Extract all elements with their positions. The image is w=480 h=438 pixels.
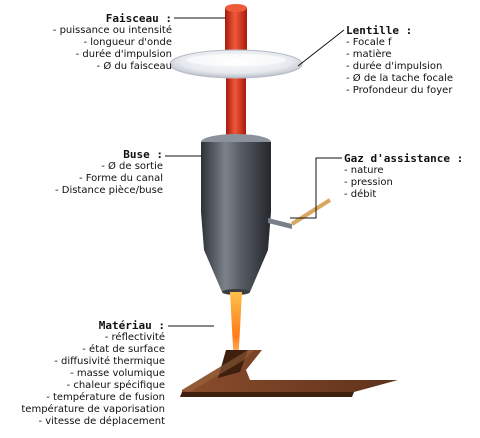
materiau-item: - vitesse de déplacement (38, 416, 165, 427)
cutting-jet (230, 292, 242, 366)
gaz-item: - nature (344, 165, 384, 176)
laser-beam-upper (225, 4, 247, 58)
lentille-item: - matière (346, 49, 392, 60)
materiau-item: - réflectivité (104, 332, 165, 343)
gaz-item: - débit (344, 189, 377, 200)
lentille-leader (297, 29, 345, 67)
buse-item: - Forme du canal (78, 173, 163, 184)
lentille-item: - Ø de la tache focale (346, 73, 454, 84)
materiau-item: - température de fusion (46, 392, 165, 403)
gaz-title: Gaz d'assistance : (344, 152, 464, 165)
faisceau-title: Faisceau : (105, 12, 172, 25)
materiau-item: - diffusivité thermique (54, 356, 165, 367)
materiau-item: - état de surface (82, 344, 165, 355)
buse-title: Buse : (123, 148, 163, 161)
nozzle (201, 134, 332, 295)
lens (169, 49, 303, 79)
lentille-item: - durée d'impulsion (346, 61, 443, 72)
materiau-title: Matériau : (98, 319, 165, 332)
leader-lines (165, 17, 345, 327)
buse-item: - Ø de sortie (101, 161, 163, 172)
lentille-item: - Focale f (346, 37, 392, 48)
faisceau-block: Faisceau : - puissance ou intensité - lo… (0, 12, 172, 73)
laser-beam-middle (226, 72, 246, 142)
buse-block: Buse : - Ø de sortie - Forme du canal - … (0, 148, 163, 197)
materiau-item: température de vaporisation (21, 404, 165, 415)
materiau-item: - chaleur spécifique (66, 380, 165, 391)
lentille-title: Lentille : (346, 24, 413, 37)
lentille-item: - Profondeur du foyer (346, 85, 453, 96)
faisceau-item: - Ø du faisceau (96, 61, 172, 72)
gaz-block: Gaz d'assistance : - nature - pression -… (344, 152, 478, 201)
gaz-item: - pression (344, 177, 393, 188)
lentille-block: Lentille : - Focale f - matière - durée … (346, 24, 478, 97)
buse-item: - Distance pièce/buse (54, 185, 163, 196)
faisceau-item: - longueur d'onde (83, 37, 172, 48)
faisceau-item: - puissance ou intensité (52, 25, 172, 36)
faisceau-item: - durée d'impulsion (75, 49, 172, 60)
materiau-item: - masse volumique (70, 368, 165, 379)
materiau-block: Matériau : - réflectivité - état de surf… (0, 319, 165, 428)
gaz-leader (290, 157, 342, 219)
workpiece (180, 350, 398, 397)
